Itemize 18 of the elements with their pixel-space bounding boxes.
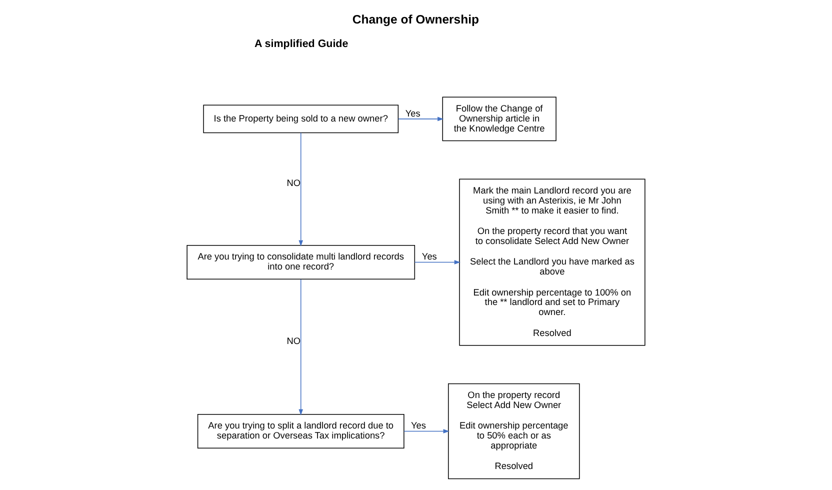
arrow [298,132,303,246]
edge-label: Yes [405,108,420,118]
edge-label: NO [286,178,300,188]
node-box: Mark the main Landlord record you are using with an Asterixis, ie Mr John Smith ** to make it easier to find. On the property record that you want to consolidate Select Add New Owner Select the Landlord you have marked as above Edit ownership percentage to 100% on the ** landlord and set to Primary owner. Resolved [459,178,646,346]
edge-label: NO [286,336,300,346]
node-box: Are you trying to consolidate multi landlord records into one record? [186,245,416,280]
node-box: On the property record Select Add New Owner Edit ownership percentage to 50% each or as appropriate Resolved [448,383,580,480]
arrow [298,278,303,416]
node-box: Follow the Change of Ownership article in the Knowledge Centre [442,96,556,142]
node-box: Is the Property being sold to a new owner? [203,104,399,134]
label: A simplified Guide [254,38,348,50]
diagram-title: Change of Ownership [352,12,479,26]
arrow [414,260,460,264]
node-box: Are you trying to split a landlord record due to separation or Overseas Tax implications? [197,414,404,448]
edge-label: Yes [422,252,437,262]
arrow [398,116,444,122]
arrow [404,429,450,434]
edge-label: Yes [411,420,426,431]
